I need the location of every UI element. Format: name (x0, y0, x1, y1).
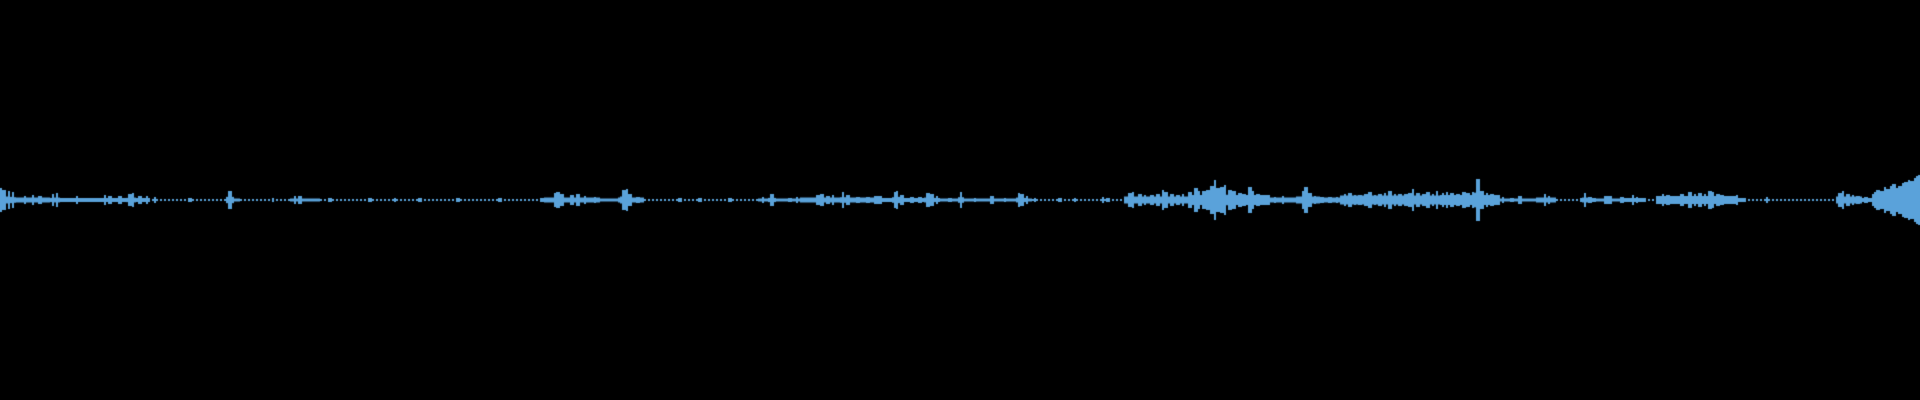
waveform-panel (0, 0, 1920, 400)
audio-waveform-canvas (0, 0, 1920, 400)
